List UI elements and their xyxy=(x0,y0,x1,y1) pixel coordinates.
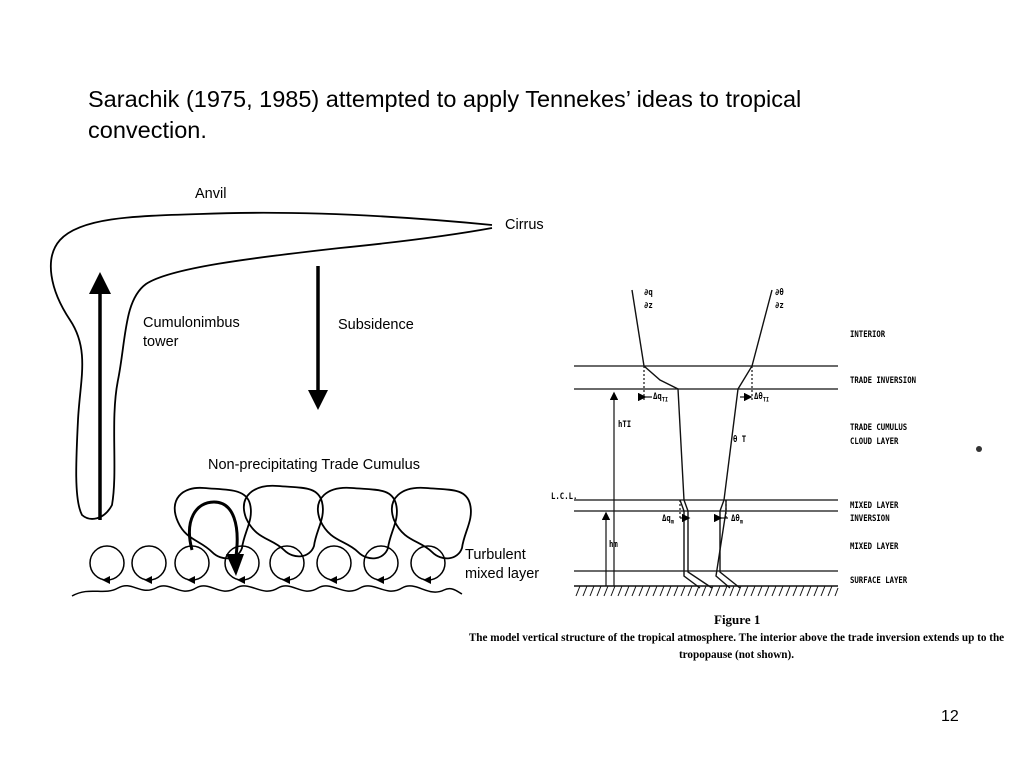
turbulent-label-line2: mixed layer xyxy=(465,566,540,582)
delta-theta-m-subscript: m xyxy=(739,518,743,526)
trade-inversion-label: TRADE INVERSION xyxy=(850,376,917,386)
delta-theta-m-symbol: Δθ xyxy=(731,514,740,524)
trade-cumulus-label: Non-precipitating Trade Cumulus xyxy=(208,457,420,473)
scan-speck xyxy=(976,446,982,452)
dq-dz-top: ∂q xyxy=(644,288,653,298)
interior-label: INTERIOR xyxy=(850,330,886,340)
subsidence-label: Subsidence xyxy=(338,317,414,333)
figure-title: Figure 1 xyxy=(714,612,761,627)
q-profile xyxy=(631,289,713,589)
delta-q-m-label: Δqm xyxy=(662,514,674,528)
cumulonimbus-label-line2: tower xyxy=(143,334,179,350)
trade-cumulus-layer-label-2: CLOUD LAYER xyxy=(850,437,899,447)
q-profile-inner xyxy=(679,499,701,589)
lcl-label: L.C.L. xyxy=(551,492,578,502)
anvil-label: Anvil xyxy=(195,186,227,202)
mixed-layer-label: MIXED LAYER xyxy=(850,542,899,552)
delta-theta-ti-symbol: Δθ xyxy=(754,392,763,402)
page-number: 12 xyxy=(941,708,959,725)
turbulent-surface-line xyxy=(71,585,463,597)
delta-theta-m-label: Δθm xyxy=(731,514,743,528)
surface-layer-label: SURFACE LAYER xyxy=(850,576,908,586)
h-m-label: hm xyxy=(609,540,618,550)
dtheta-dz-top: ∂θ xyxy=(775,288,784,298)
dq-dz-bottom: ∂z xyxy=(644,301,653,311)
trade-cumulus-cloud-4 xyxy=(391,486,472,560)
mixed-layer-inversion-label-1: MIXED LAYER xyxy=(850,501,899,511)
delta-q-ti-subscript: TI xyxy=(661,396,669,404)
delta-q-m-subscript: m xyxy=(670,518,674,526)
mixed-layer-inversion-label-2: INVERSION xyxy=(850,514,890,524)
delta-q-ti-symbol: Δq xyxy=(653,392,662,402)
dtheta-dz-bottom: ∂z xyxy=(775,301,784,311)
cloud-circulation-arrowhead xyxy=(226,554,244,576)
turbulent-label-line1: Turbulent xyxy=(465,547,526,563)
updraft-arrowhead xyxy=(89,272,111,294)
delta-q-ti-label: ΔqTI xyxy=(653,392,668,406)
ground-hatching xyxy=(575,585,839,597)
subsidence-arrowhead xyxy=(308,390,328,410)
cumulonimbus-label-line1: Cumulonimbus xyxy=(143,315,240,331)
h-ti-label: hTI xyxy=(618,420,632,430)
trade-cumulus-layer-label-1: TRADE CUMULUS xyxy=(850,423,908,433)
eddy-arrowheads xyxy=(102,576,431,584)
delta-q-m-symbol: Δq xyxy=(662,514,671,524)
delta-theta-ti-subscript: TI xyxy=(762,396,770,404)
slide-heading: Sarachik (1975, 1985) attempted to apply… xyxy=(88,86,802,143)
figure-caption: The model vertical structure of the trop… xyxy=(468,632,1005,661)
cumulonimbus-outline xyxy=(49,211,493,520)
delta-theta-ti-label: ΔθTI xyxy=(754,392,769,406)
theta-t-label: θ T xyxy=(733,435,747,445)
cloud-circulation-arrow xyxy=(187,500,239,557)
cirrus-label: Cirrus xyxy=(505,217,544,233)
